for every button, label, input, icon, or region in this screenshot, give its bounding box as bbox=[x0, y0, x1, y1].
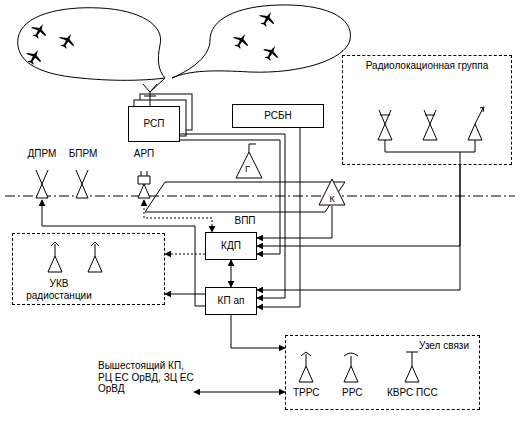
node-label: АРП bbox=[126, 148, 162, 160]
node-label: Узел связи bbox=[419, 340, 469, 352]
external-node: Вышестоящий КП, РЦ ЕС ОрВД, ЗЦ ЕС ОрВД bbox=[98, 360, 194, 400]
connector bbox=[144, 200, 212, 232]
node-label: ДПРМ bbox=[22, 148, 62, 160]
coverage-bubble bbox=[172, 5, 350, 78]
node-label: КДП bbox=[221, 240, 241, 252]
coverage-bubble bbox=[18, 8, 165, 81]
node-label: БПРМ bbox=[64, 148, 102, 160]
node-label: УКВ радиостанции bbox=[17, 278, 101, 301]
connector bbox=[257, 206, 332, 238]
connector bbox=[165, 294, 205, 295]
beacon-node: ДПРМ bbox=[22, 148, 62, 200]
antenna-symbol bbox=[36, 170, 150, 198]
station-box: РСБН bbox=[232, 104, 324, 128]
node-label: РСБН bbox=[264, 110, 292, 122]
connector bbox=[257, 128, 300, 307]
radio-antenna bbox=[299, 352, 419, 382]
node-label: Вышестоящий КП, РЦ ЕС ОрВД, ЗЦ ЕС ОрВД bbox=[98, 360, 194, 395]
node-label: КП ап bbox=[218, 295, 245, 307]
connector bbox=[231, 260, 232, 287]
beacon-node: АРП bbox=[126, 148, 162, 200]
node-label: РСП bbox=[144, 118, 165, 130]
localizer-symbol: К bbox=[318, 178, 346, 206]
connector bbox=[165, 254, 205, 255]
connector bbox=[194, 392, 285, 393]
radar-antenna bbox=[378, 107, 484, 165]
node-label: Радиолокационная группа bbox=[343, 60, 511, 72]
connector bbox=[180, 134, 285, 298]
radio-antenna bbox=[48, 242, 102, 272]
connector bbox=[257, 165, 460, 246]
equipment-label: РРС bbox=[341, 387, 363, 399]
station-box: РСП bbox=[128, 106, 180, 142]
control-box: КП ап bbox=[205, 287, 257, 315]
group-frame: УКВ радиостанции bbox=[12, 233, 165, 305]
symbol-letter: Г bbox=[244, 164, 251, 174]
beacon-node: БПРМ bbox=[64, 148, 102, 200]
connector bbox=[231, 315, 285, 348]
group-frame: Радиолокационная группа bbox=[342, 55, 512, 165]
node-label: К bbox=[318, 194, 346, 204]
group-frame: Узел связи bbox=[285, 335, 480, 410]
control-box: КДП bbox=[205, 232, 257, 260]
runway-shape: ВПП bbox=[145, 178, 345, 228]
node-label: ВПП bbox=[145, 215, 345, 227]
airplane bbox=[23, 8, 282, 67]
connector bbox=[257, 165, 460, 290]
equipment-label: КВРС ПСС bbox=[386, 387, 439, 399]
equipment-label: ТРРС bbox=[292, 387, 321, 399]
glide-slope-symbol bbox=[236, 144, 262, 178]
